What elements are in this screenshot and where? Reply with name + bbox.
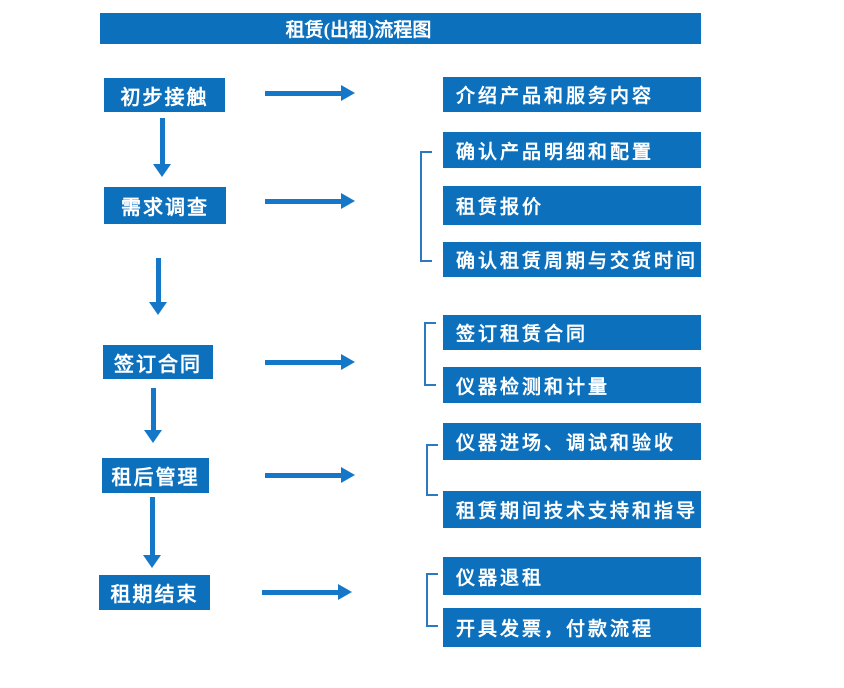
- item-confirm-rental-period-delivery: 确认租赁周期与交货时间: [443, 242, 701, 277]
- group-bracket-demand-survey: [420, 151, 432, 262]
- arrow-down-icon-2: [149, 258, 167, 315]
- arrow-shaft: [265, 198, 341, 204]
- arrow-down-icon-1: [153, 118, 171, 177]
- arrow-right-icon-1: [265, 85, 355, 101]
- step-sign-contract: 签订合同: [103, 345, 213, 379]
- item-rental-tech-support: 租赁期间技术支持和指导: [443, 491, 701, 528]
- item-rental-quote: 租赁报价: [443, 186, 701, 225]
- arrow-head: [153, 164, 171, 177]
- arrow-head: [338, 584, 352, 600]
- arrow-shaft: [265, 90, 341, 96]
- group-bracket-sign-contract: [424, 322, 436, 386]
- arrow-head: [341, 193, 355, 209]
- step-demand-survey: 需求调查: [104, 187, 226, 224]
- arrow-shaft: [155, 258, 161, 302]
- step-initial-contact: 初步接触: [104, 78, 225, 112]
- item-introduce-products-services: 介绍产品和服务内容: [443, 77, 701, 112]
- item-sign-rental-contract: 签订租赁合同: [443, 315, 701, 350]
- arrow-right-icon-4: [265, 467, 355, 483]
- group-bracket-rental-end: [426, 573, 438, 627]
- arrow-shaft: [265, 472, 341, 478]
- item-instrument-delivery-acceptance: 仪器进场、调试和验收: [443, 423, 701, 460]
- arrow-head: [149, 302, 167, 315]
- arrow-down-icon-4: [143, 497, 161, 568]
- item-instrument-inspection-calibration: 仪器检测和计量: [443, 367, 701, 403]
- step-post-rental-management: 租后管理: [102, 458, 209, 493]
- arrow-head: [143, 555, 161, 568]
- arrow-head: [341, 467, 355, 483]
- arrow-head: [341, 354, 355, 370]
- arrow-right-icon-2: [265, 193, 355, 209]
- arrow-right-icon-5: [262, 584, 352, 600]
- flowchart-title: 租赁(出租)流程图: [100, 13, 701, 44]
- group-bracket-post-rental: [426, 444, 438, 496]
- arrow-shaft: [265, 359, 341, 365]
- arrow-right-icon-3: [265, 354, 355, 370]
- arrow-down-icon-3: [144, 388, 162, 443]
- step-rental-period-end: 租期结束: [99, 575, 210, 610]
- item-confirm-product-details: 确认产品明细和配置: [443, 132, 701, 168]
- arrow-shaft: [262, 589, 338, 595]
- arrow-head: [341, 85, 355, 101]
- arrow-shaft: [150, 388, 156, 430]
- arrow-shaft: [159, 118, 165, 164]
- arrow-head: [144, 430, 162, 443]
- item-instrument-return: 仪器退租: [443, 557, 701, 595]
- item-invoice-payment: 开具发票，付款流程: [443, 608, 701, 647]
- arrow-shaft: [149, 497, 155, 555]
